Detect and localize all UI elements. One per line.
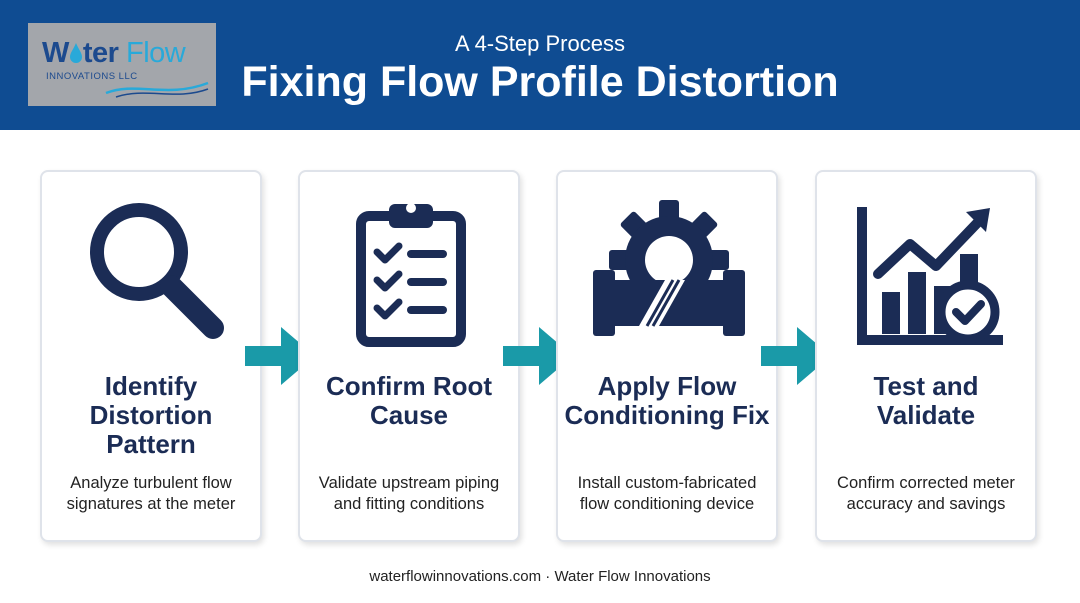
wave-swoosh-icon (105, 81, 209, 98)
company-logo: W ter Flow INNOVATIONS LLC (28, 23, 216, 106)
step-description: Confirm corrected meter accuracy and sav… (837, 474, 1015, 513)
step-card-4: Test and Validate Confirm corrected mete… (815, 170, 1037, 542)
header-banner: W ter Flow INNOVATIONS LLC A 4-Step Proc… (0, 0, 1080, 130)
step-description: Analyze turbulent flow signatures at the… (66, 474, 236, 513)
step-description: Validate upstream piping and fitting con… (318, 474, 500, 513)
step-title: Confirm Root Cause (325, 371, 493, 430)
step-card-1: Identify Distortion Pattern Analyze turb… (40, 170, 262, 542)
step-title: Apply Flow Conditioning Fix (564, 371, 770, 430)
header-subtitle: A 4-Step Process (455, 31, 625, 56)
step-title: Test and Validate (873, 371, 979, 430)
chart-checkmark-icon (857, 207, 1003, 345)
step-description: Install custom-fabricated flow condition… (577, 474, 757, 513)
step-title: Identify Distortion Pattern (89, 371, 213, 459)
footer-text: waterflowinnovations.com · Water Flow In… (369, 568, 711, 585)
gear-pipe-icon (593, 200, 745, 336)
water-drop-icon (69, 43, 82, 63)
magnifying-glass-icon (90, 203, 224, 339)
arrow-right-icon (245, 327, 315, 385)
arrow-right-icon (761, 327, 831, 385)
logo-wordmark: W ter Flow (42, 37, 186, 69)
logo-tagline: INNOVATIONS LLC (46, 71, 138, 82)
clipboard-checklist-icon (356, 203, 466, 347)
arrow-right-icon (503, 327, 573, 385)
step-card-3: Apply Flow Conditioning Fix Install cust… (556, 170, 778, 542)
step-card-2: Confirm Root Cause Validate upstream pip… (298, 170, 520, 542)
page-title: Fixing Flow Profile Distortion (241, 58, 839, 106)
